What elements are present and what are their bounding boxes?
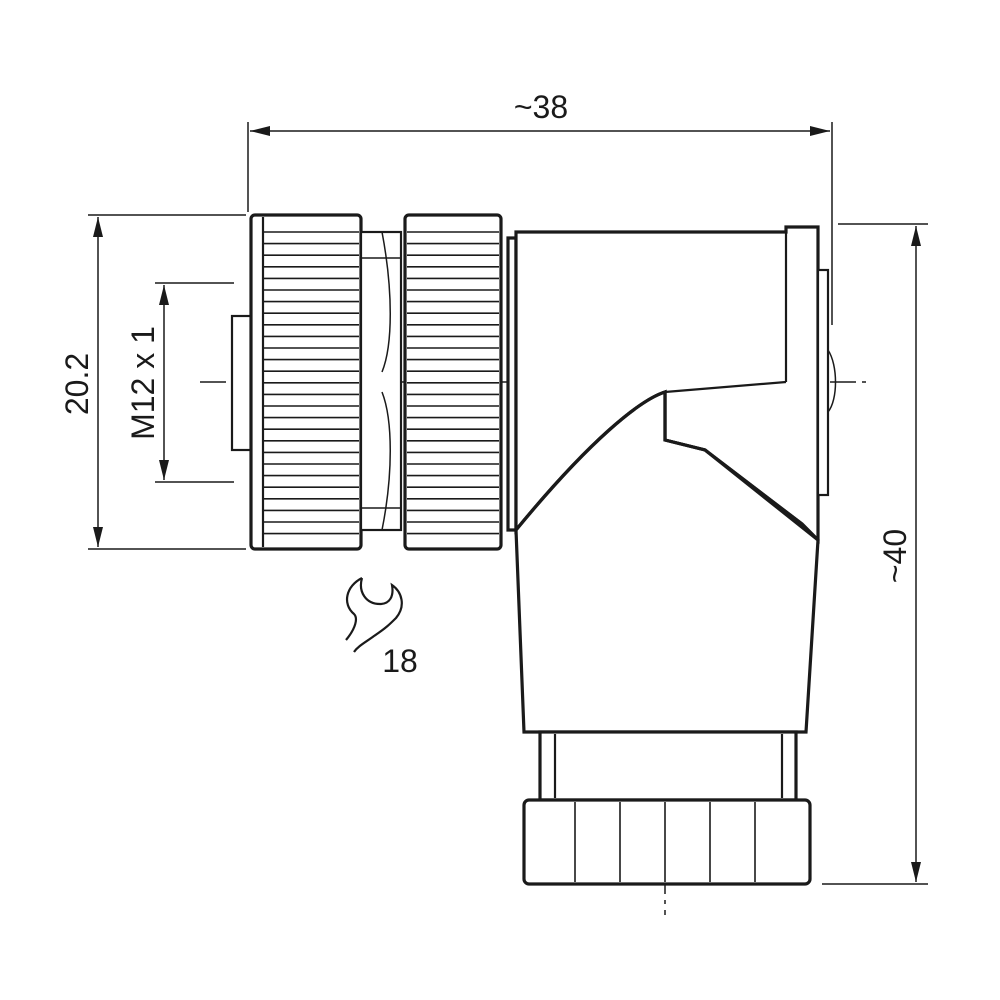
wrench-size: 18: [345, 577, 418, 679]
wrench-icon: [345, 577, 403, 653]
arrowhead-height-bottom: [911, 862, 921, 882]
arrowhead-right: [810, 126, 830, 136]
dimension-thread: M12 x 1: [125, 282, 234, 483]
arrowhead-thread-bottom: [159, 460, 169, 480]
cable-neck: [538, 730, 798, 802]
hex-neck-curves: [381, 231, 391, 531]
wrench-size-label: 18: [382, 643, 418, 679]
arrowhead-height-top: [911, 226, 921, 246]
dimension-label-width: ~38: [514, 89, 568, 125]
arrowhead-bottom: [93, 527, 103, 547]
arrowhead-top: [93, 217, 103, 237]
thread-face: [230, 314, 253, 452]
housing-cap-bulge: [827, 349, 837, 413]
connector-body: [230, 213, 837, 886]
cable-gland-nut: [522, 798, 812, 886]
locking-nut-knurl: [407, 231, 499, 535]
housing-inner-edge: [664, 380, 787, 394]
dimension-label-diameter: 20.2: [59, 353, 95, 415]
dimension-overall-width: ~38: [247, 89, 833, 325]
dimension-nut-diameter: 20.2: [59, 214, 246, 550]
cable-body-transition: [514, 389, 819, 542]
arrowhead-left: [250, 126, 270, 136]
dimension-label-height: ~40: [877, 529, 913, 583]
hex-neck: [359, 230, 403, 532]
housing-cap: [816, 268, 830, 497]
dimension-overall-height: ~40: [822, 223, 928, 885]
coupling-nut-knurl: [263, 231, 359, 535]
dimension-label-thread: M12 x 1: [125, 326, 161, 440]
arrowhead-thread-top: [159, 285, 169, 305]
cable-gland-flats: [574, 802, 756, 882]
